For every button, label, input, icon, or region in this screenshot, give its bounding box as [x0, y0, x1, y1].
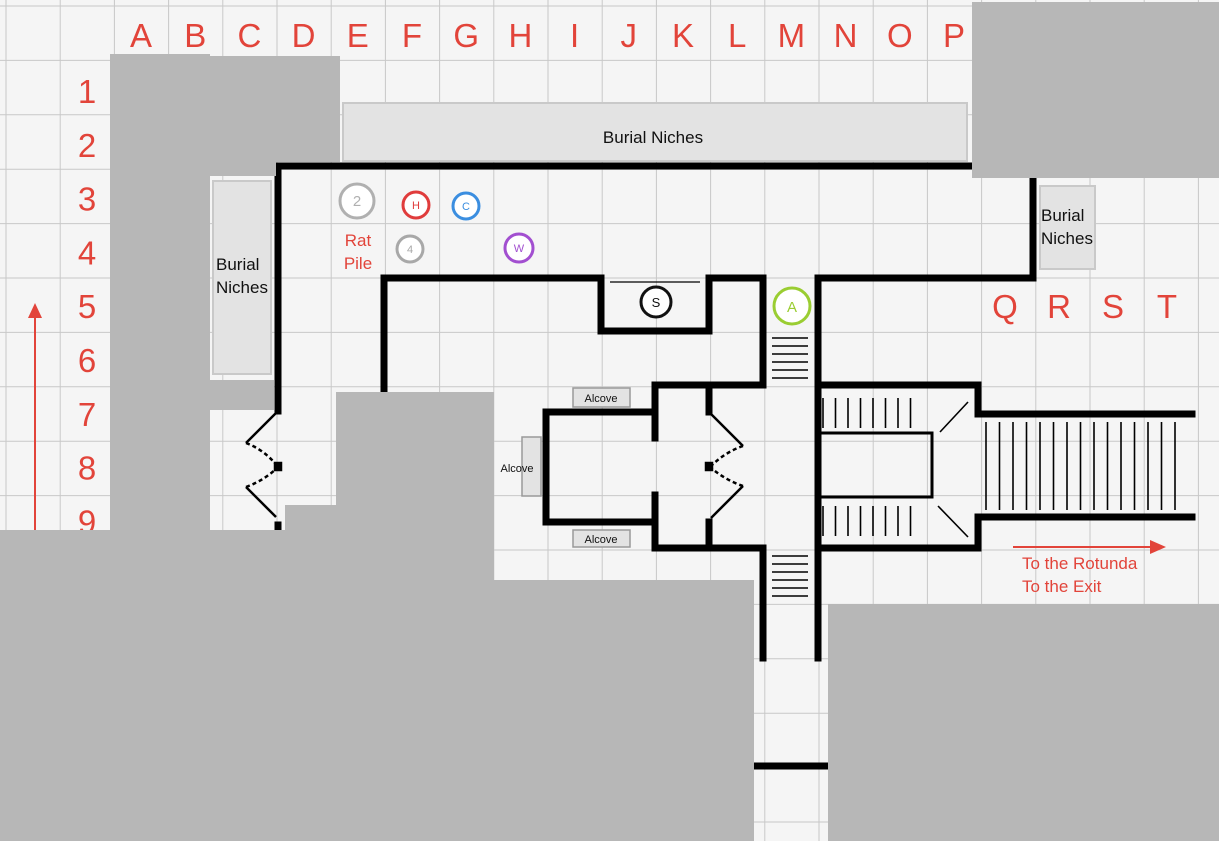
east-column-label: S — [1102, 288, 1124, 325]
fog-region — [972, 2, 1219, 178]
east-column-label: R — [1047, 288, 1071, 325]
column-label: L — [728, 17, 746, 54]
ramp-diagonal-bottom — [937, 505, 969, 538]
fog-region — [0, 530, 316, 841]
token-s-ring — [639, 285, 673, 319]
fog-region — [462, 580, 754, 841]
token-2-ring — [338, 182, 376, 220]
rat-pile-label-2: Pile — [344, 254, 372, 273]
alcove-left-label: Alcove — [500, 463, 533, 475]
column-label: K — [672, 17, 694, 54]
fog-region — [285, 505, 369, 841]
token-h[interactable]: H — [401, 190, 431, 220]
token-h-label: H — [412, 200, 420, 212]
east-column-label: T — [1157, 288, 1177, 325]
burial-niches-right-label-2: Niches — [1041, 229, 1093, 248]
column-label: I — [570, 17, 579, 54]
exit-arrow-head — [1150, 540, 1166, 554]
token-w[interactable]: W — [503, 232, 535, 264]
door-central — [704, 413, 744, 519]
token-w-ring — [503, 232, 535, 264]
door-west — [245, 412, 283, 518]
token-2[interactable]: 2 — [338, 182, 376, 220]
token-a-ring — [772, 286, 812, 326]
burial-niches-left-label-2: Niches — [216, 278, 268, 297]
alcove-left — [521, 436, 542, 497]
to-exit-label: To the Exit — [1022, 577, 1102, 596]
stairs-north — [772, 337, 808, 379]
token-a[interactable]: A — [772, 286, 812, 326]
token-2-label: 2 — [353, 193, 361, 210]
fog-region — [186, 160, 276, 176]
row-label: 3 — [78, 181, 96, 218]
row-label: 7 — [78, 396, 96, 433]
fog-region — [170, 56, 340, 162]
ramp-steps-south — [822, 506, 912, 536]
fog-region — [828, 604, 1219, 841]
column-label: C — [237, 17, 261, 54]
ramp-diagonal-top — [939, 401, 969, 433]
column-label: D — [292, 17, 316, 54]
token-4-ring — [395, 234, 425, 264]
token-4-label: 4 — [407, 244, 413, 256]
column-label: G — [453, 17, 479, 54]
row-label: 6 — [78, 342, 96, 379]
alcove-bottom — [572, 529, 631, 548]
burial-niches-top — [342, 102, 968, 162]
token-c-label: C — [462, 201, 470, 213]
token-c[interactable]: C — [451, 191, 481, 221]
row-label: 8 — [78, 450, 96, 487]
fog-region — [210, 380, 274, 410]
alcove-top-label: Alcove — [584, 393, 617, 405]
token-h-ring — [401, 190, 431, 220]
stairs-south — [772, 555, 808, 597]
column-label: H — [508, 17, 532, 54]
ramp-inner-wall — [818, 431, 934, 499]
token-c-ring — [451, 191, 481, 221]
column-label: F — [402, 17, 422, 54]
column-label: N — [834, 17, 858, 54]
alcove-bottom-label: Alcove — [584, 534, 617, 546]
burial-niches-right — [1039, 185, 1096, 270]
token-a-label: A — [787, 299, 797, 316]
to-rotunda-label: To the Rotunda — [1022, 554, 1138, 573]
column-label: J — [621, 17, 638, 54]
alcove-top — [572, 387, 631, 408]
row-label: 2 — [78, 127, 96, 164]
token-s[interactable]: S — [639, 285, 673, 319]
token-s-label: S — [652, 295, 661, 310]
ramp-steps-north — [822, 398, 912, 428]
column-label: E — [347, 17, 369, 54]
east-column-label: Q — [992, 288, 1018, 325]
burial-niches-left-label-1: Burial — [216, 255, 259, 274]
north-arrow-head — [28, 303, 42, 318]
column-label: A — [130, 17, 152, 54]
corridor-steps-east — [985, 422, 1176, 510]
burial-niches-right-label-1: Burial — [1041, 206, 1084, 225]
column-label: O — [887, 17, 913, 54]
walls — [274, 162, 1196, 770]
row-label: 5 — [78, 288, 96, 325]
rat-pile-label-1: Rat — [345, 231, 372, 250]
token-w-label: W — [514, 243, 525, 255]
column-label: B — [184, 17, 206, 54]
burial-niches-left — [212, 180, 272, 375]
row-label: 4 — [78, 234, 96, 271]
row-label: 1 — [78, 73, 96, 110]
burial-niches-top-label: Burial Niches — [603, 128, 703, 147]
column-label: M — [778, 17, 806, 54]
token-4[interactable]: 4 — [395, 234, 425, 264]
column-label: P — [943, 17, 965, 54]
